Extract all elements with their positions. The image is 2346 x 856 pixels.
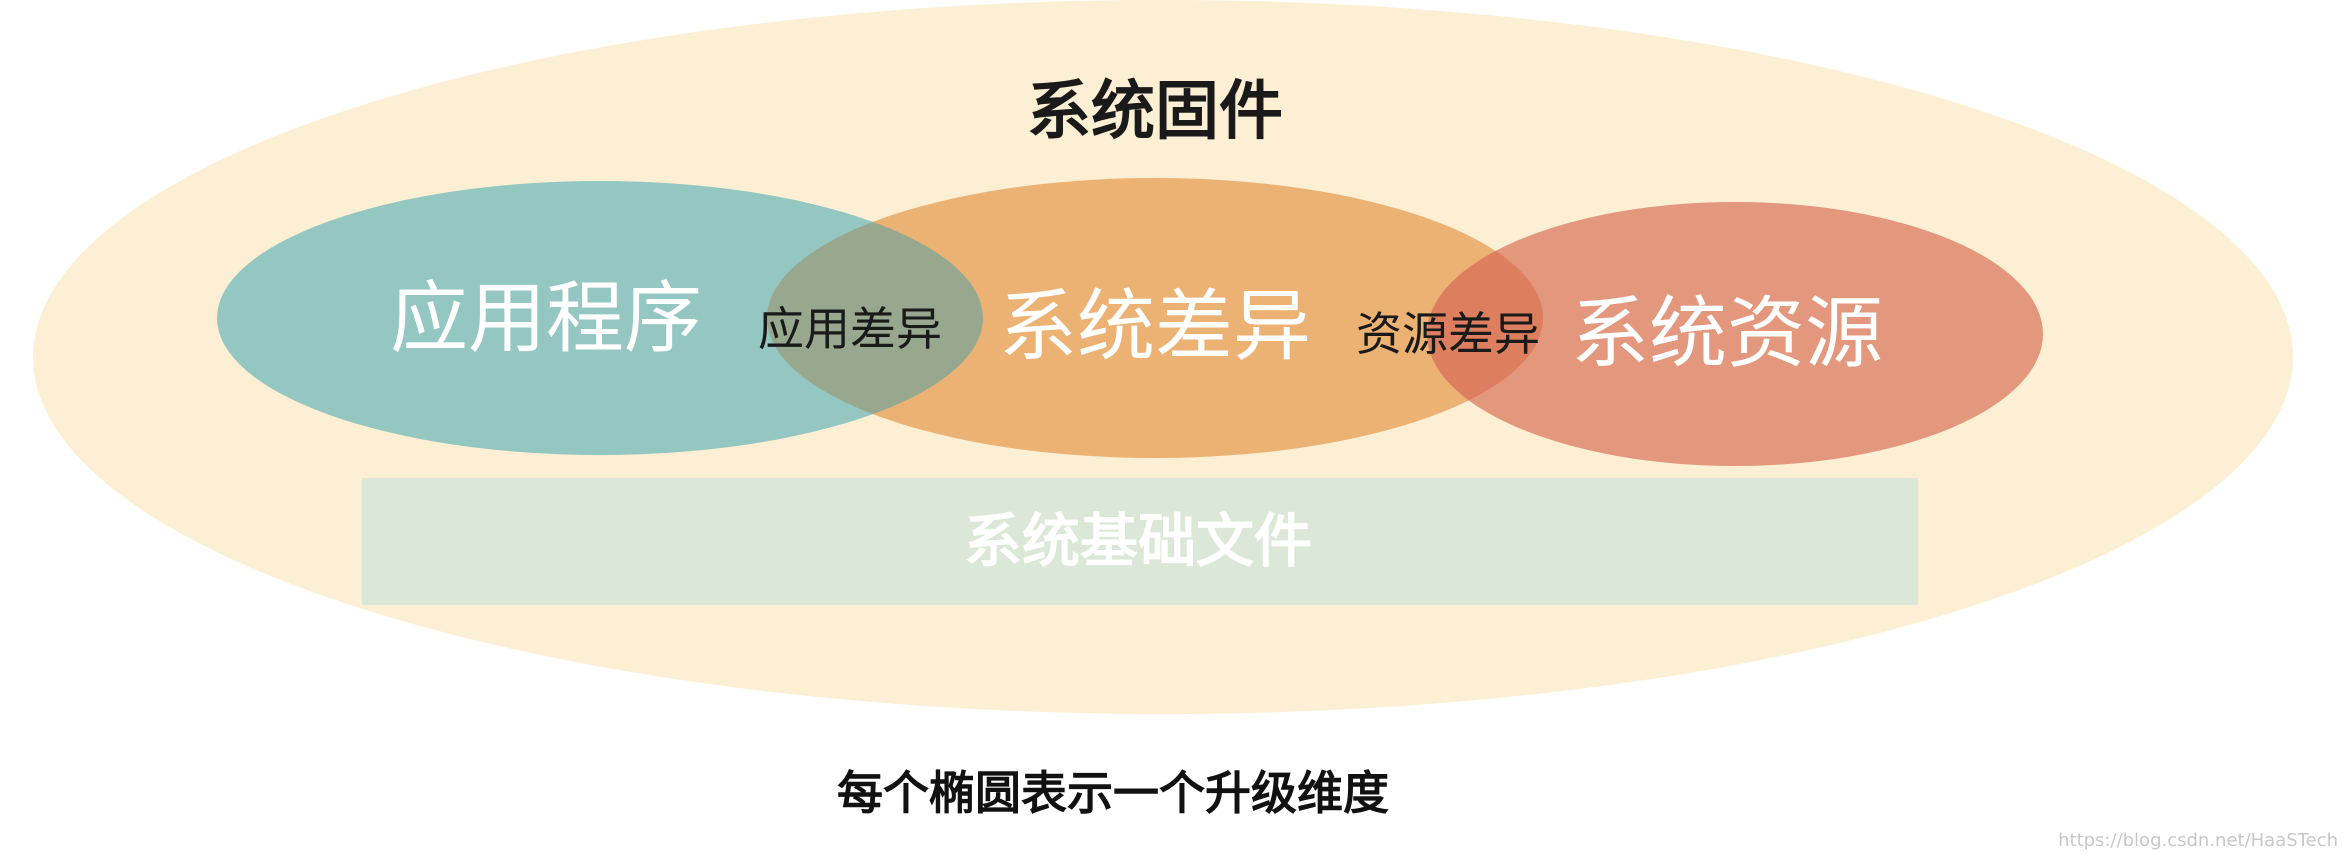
system-firmware-label: 系统固件: [1027, 75, 1283, 149]
resource-diff-label: 资源差异: [1356, 307, 1540, 361]
system-resource-ellipse: [1427, 202, 2043, 466]
system-diff-ellipse: [767, 178, 1543, 458]
watermark: https://blog.csdn.net/HaaSTech: [2058, 830, 2338, 851]
system-base-files-label: 系统基础文件: [964, 507, 1312, 575]
system-base-files-box: [362, 478, 1918, 605]
diagram-caption: 每个椭圆表示一个升级维度: [837, 766, 1389, 820]
system-resource-label: 系统资源: [1571, 289, 1883, 379]
system-diff-label: 系统差异: [999, 282, 1311, 372]
application-diff-label: 应用差异: [758, 302, 942, 356]
application-label: 应用程序: [390, 274, 702, 364]
application-ellipse: [217, 181, 983, 455]
